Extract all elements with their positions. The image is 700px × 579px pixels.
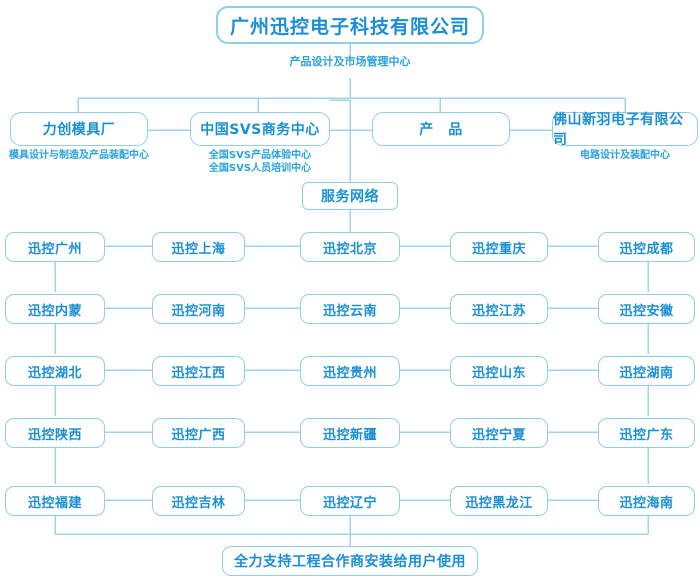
branch-label-r3c1: 迅控湖北 — [27, 365, 82, 381]
branch-node-r3c4[interactable]: 迅控山东 — [450, 356, 548, 386]
branch-node-r4c3[interactable]: 迅控新疆 — [300, 418, 400, 448]
footer-node[interactable]: 全力支持工程合作商安装给用户使用 — [222, 546, 478, 576]
branch-node-r2c3[interactable]: 迅控云南 — [300, 294, 400, 324]
branch-node-r5c3[interactable]: 迅控辽宁 — [300, 486, 400, 516]
company-title-caption: 产品设计及市场管理中心 — [289, 55, 411, 68]
footer-label: 全力支持工程合作商安装给用户使用 — [234, 554, 466, 570]
branch-label-r5c5: 迅控海南 — [619, 495, 674, 511]
branch-node-r4c5[interactable]: 迅控广东 — [598, 418, 695, 448]
service-network-label: 服务网络 — [321, 189, 379, 205]
service-network-node[interactable]: 服务网络 — [302, 182, 398, 210]
unit-label-2: 中国SVS商务中心 — [200, 122, 320, 138]
branch-node-r2c4[interactable]: 迅控江苏 — [450, 294, 548, 324]
branch-label-r2c1: 迅控内蒙 — [27, 303, 82, 319]
branch-label-r3c2: 迅控江西 — [171, 365, 226, 381]
branch-label-r1c4: 迅控重庆 — [471, 241, 526, 257]
branch-node-r5c1[interactable]: 迅控福建 — [5, 486, 105, 516]
branch-node-r3c2[interactable]: 迅控江西 — [152, 356, 245, 386]
branch-node-r5c2[interactable]: 迅控吉林 — [152, 486, 245, 516]
branch-node-r3c1[interactable]: 迅控湖北 — [5, 356, 105, 386]
unit-label-1: 力创模具厂 — [42, 122, 116, 138]
branch-label-r1c2: 迅控上海 — [171, 241, 226, 257]
unit-node-1[interactable]: 力创模具厂 — [10, 112, 148, 146]
unit-caption-4: 电路设计及装配中心 — [580, 150, 670, 161]
branch-label-r5c3: 迅控辽宁 — [322, 495, 377, 511]
branch-label-r3c3: 迅控贵州 — [322, 365, 377, 381]
branch-node-r1c1[interactable]: 迅控广州 — [5, 232, 105, 262]
branch-node-r3c5[interactable]: 迅控湖南 — [598, 356, 695, 386]
branch-node-r4c4[interactable]: 迅控宁夏 — [450, 418, 548, 448]
unit-caption-2b: 全国SVS人员培训中心 — [208, 163, 312, 174]
unit-caption-2a: 全国SVS产品体验中心 — [208, 150, 312, 161]
branch-label-r2c4: 迅控江苏 — [471, 303, 526, 319]
branch-node-r2c1[interactable]: 迅控内蒙 — [5, 294, 105, 324]
branch-label-r1c3: 迅控北京 — [322, 241, 377, 257]
branch-node-r1c5[interactable]: 迅控成都 — [598, 232, 695, 262]
branch-node-r2c5[interactable]: 迅控安徽 — [598, 294, 695, 324]
branch-label-r2c5: 迅控安徽 — [619, 303, 674, 319]
branch-label-r5c2: 迅控吉林 — [171, 495, 226, 511]
branch-node-r4c2[interactable]: 迅控广西 — [152, 418, 245, 448]
company-title-node[interactable]: 广州迅控电子科技有限公司 — [216, 6, 484, 44]
branch-node-r5c5[interactable]: 迅控海南 — [598, 486, 695, 516]
branch-label-r4c3: 迅控新疆 — [322, 427, 377, 443]
branch-node-r1c4[interactable]: 迅控重庆 — [450, 232, 548, 262]
branch-label-r2c3: 迅控云南 — [322, 303, 377, 319]
branch-label-r3c5: 迅控湖南 — [619, 365, 674, 381]
unit-label-4: 佛山新羽电子有限公司 — [553, 112, 684, 148]
branch-label-r4c4: 迅控宁夏 — [471, 427, 526, 443]
branch-label-r4c5: 迅控广东 — [619, 427, 674, 443]
unit-label-3: 产 品 — [419, 122, 463, 138]
branch-node-r2c2[interactable]: 迅控河南 — [152, 294, 245, 324]
branch-label-r1c1: 迅控广州 — [27, 241, 82, 257]
branch-label-r1c5: 迅控成都 — [619, 241, 674, 257]
branch-label-r2c2: 迅控河南 — [171, 303, 226, 319]
unit-caption-1: 模具设计与制造及产品装配中心 — [9, 150, 149, 161]
company-title-label: 广州迅控电子科技有限公司 — [229, 15, 470, 38]
unit-node-2[interactable]: 中国SVS商务中心 — [190, 112, 330, 146]
branch-label-r5c1: 迅控福建 — [27, 495, 82, 511]
branch-node-r4c1[interactable]: 迅控陕西 — [5, 418, 105, 448]
branch-label-r5c4: 迅控黑龙江 — [465, 495, 533, 511]
branch-node-r5c4[interactable]: 迅控黑龙江 — [450, 486, 548, 516]
branch-label-r3c4: 迅控山东 — [471, 365, 526, 381]
branch-node-r1c2[interactable]: 迅控上海 — [152, 232, 245, 262]
unit-node-3[interactable]: 产 品 — [372, 112, 510, 146]
branch-label-r4c1: 迅控陕西 — [27, 427, 82, 443]
branch-node-r1c3[interactable]: 迅控北京 — [300, 232, 400, 262]
branch-label-r4c2: 迅控广西 — [171, 427, 226, 443]
branch-node-r3c3[interactable]: 迅控贵州 — [300, 356, 400, 386]
unit-node-4[interactable]: 佛山新羽电子有限公司 — [552, 112, 698, 148]
